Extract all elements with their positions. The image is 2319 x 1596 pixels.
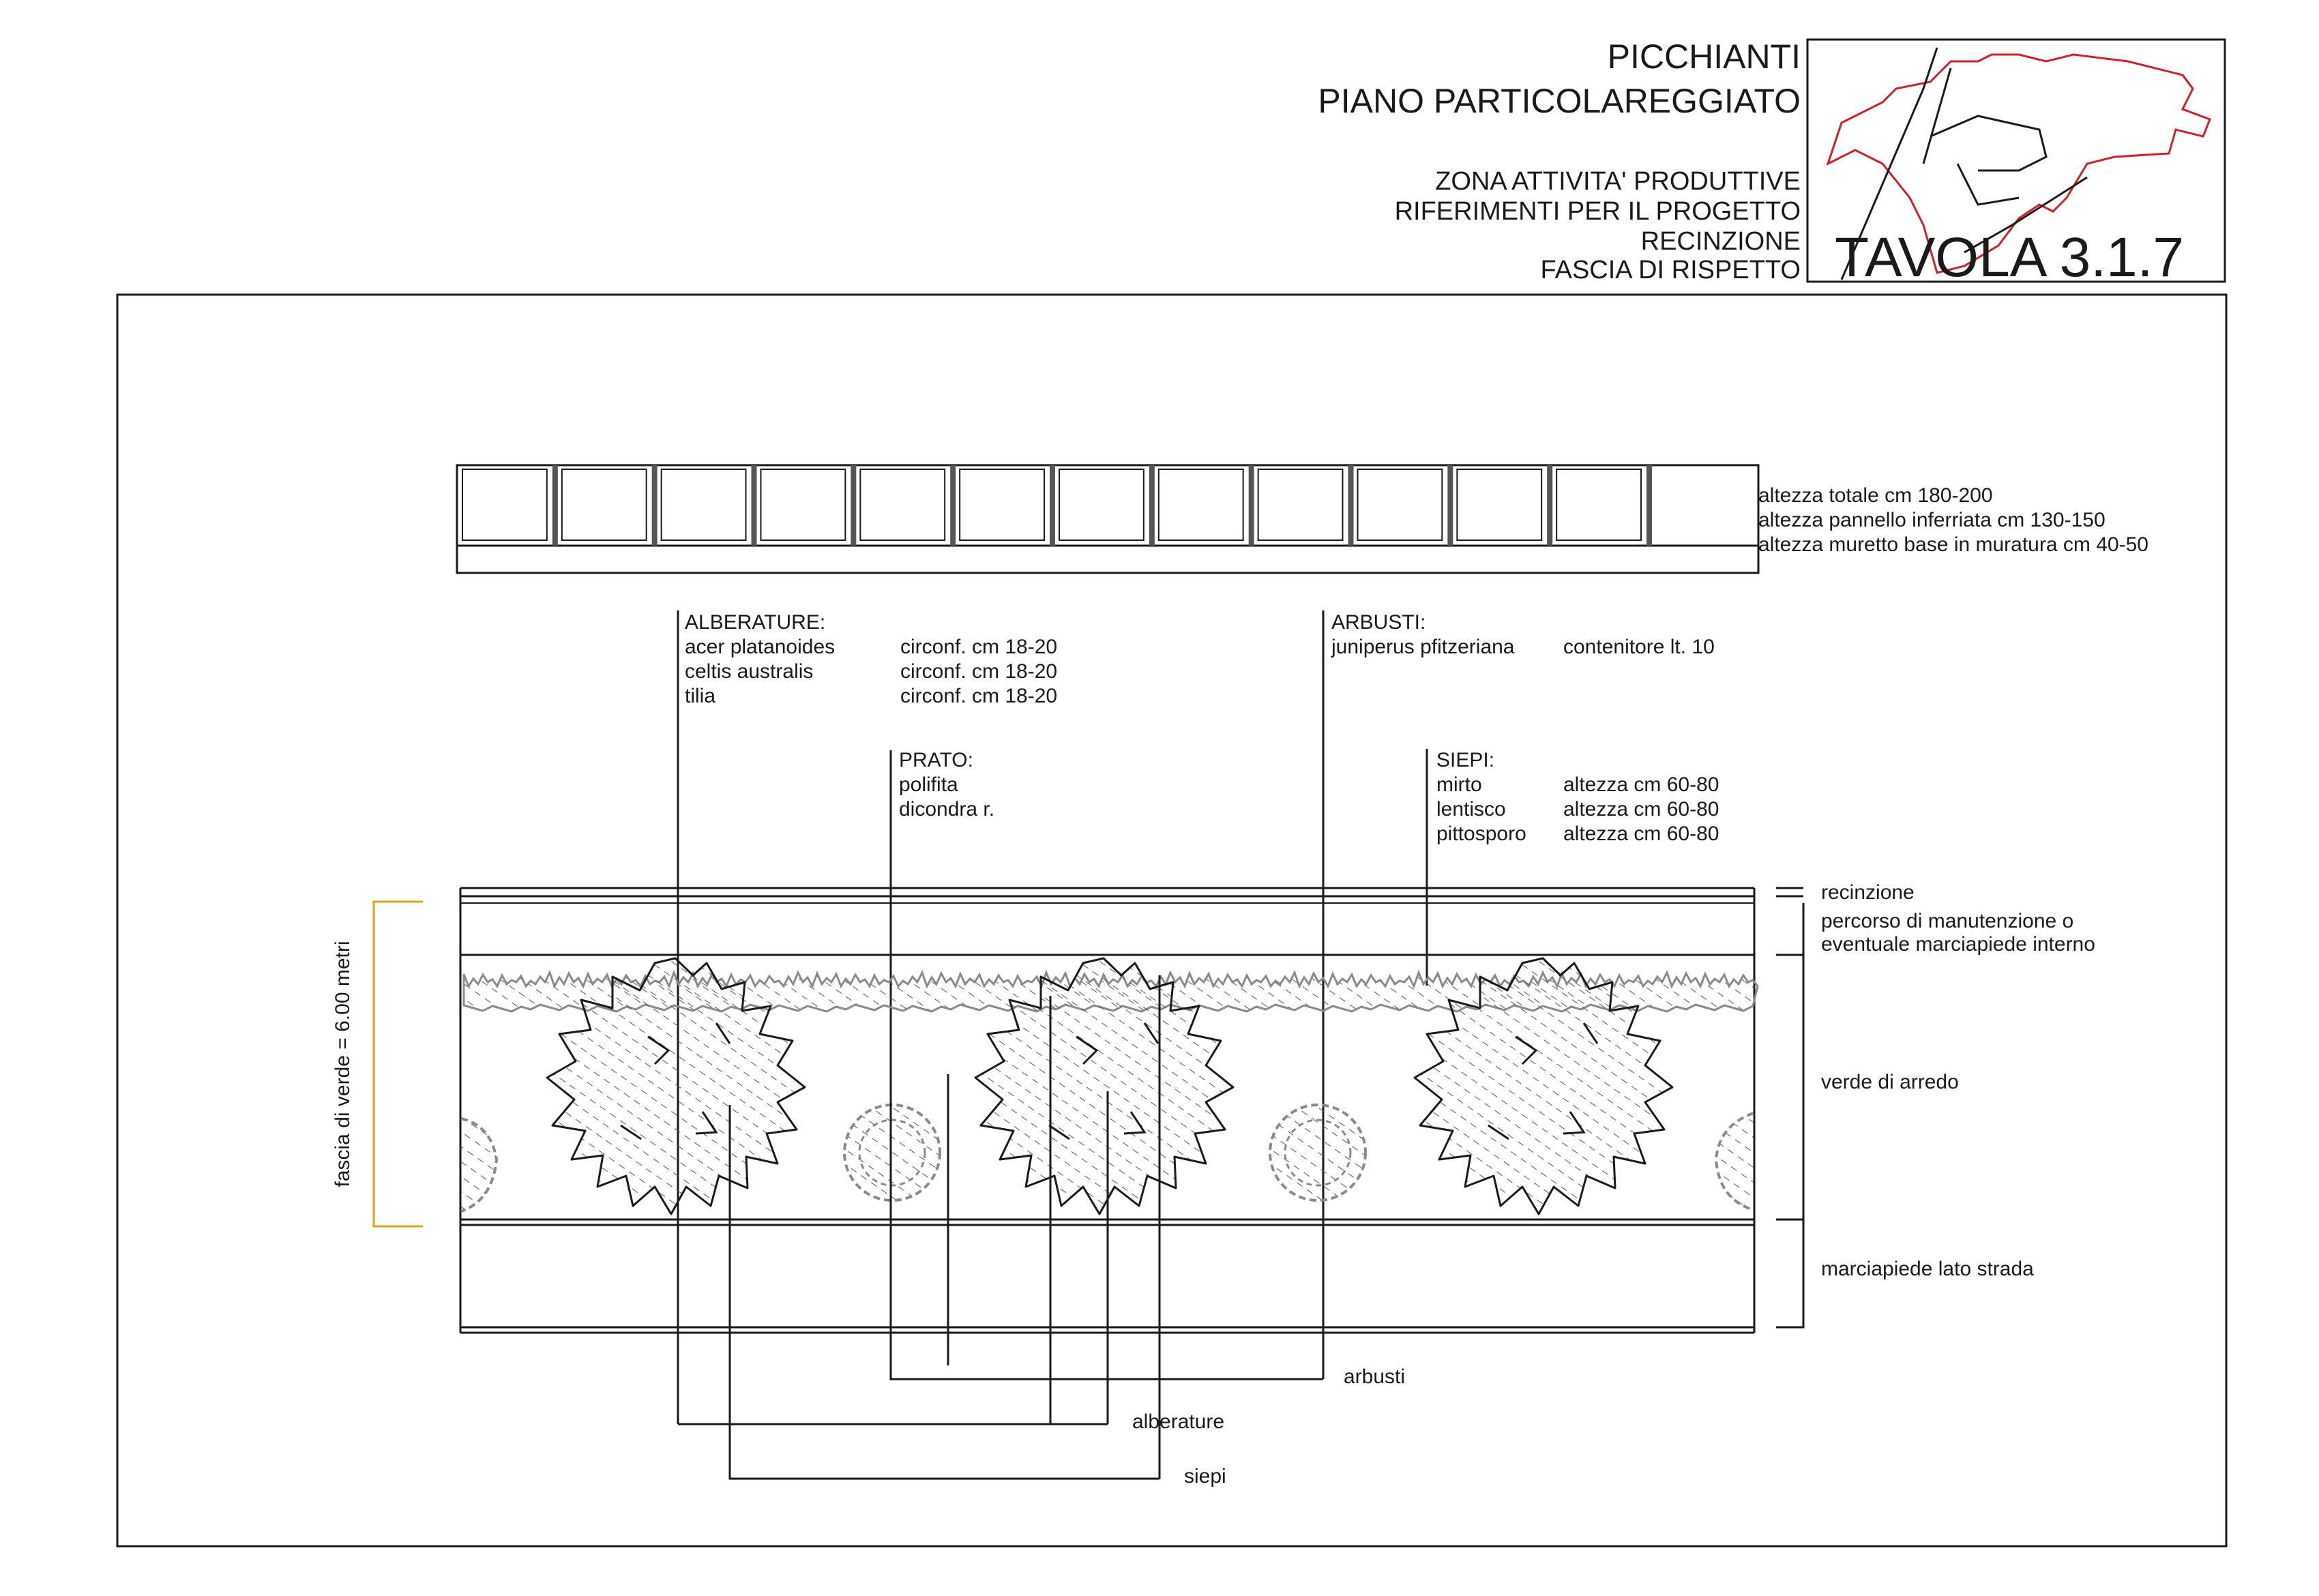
fence-panel: [1456, 469, 1543, 541]
tavola-label: TAVOLA 3.1.7: [1835, 226, 2184, 289]
dimension-bracket: [372, 900, 423, 1228]
siepi-name-3: pittosporo: [1436, 823, 1526, 845]
legend-arbusti: arbusti: [1344, 1365, 1405, 1388]
dimension-label: fascia di verde = 6.00 metri: [331, 941, 354, 1187]
legend-siepi: siepi: [1184, 1465, 1226, 1488]
fence-panel: [1556, 469, 1642, 541]
label-verde: verde di arredo: [1821, 1071, 1959, 1093]
fence-post: [1248, 465, 1254, 546]
fence-panel: [760, 469, 846, 541]
band-brackets: [1776, 887, 1805, 1329]
fence-panel: [660, 469, 747, 541]
legend-alberature: alberature: [1132, 1410, 1224, 1433]
fence-panel: [561, 469, 647, 541]
fence-panel: [859, 469, 946, 541]
fence-post: [851, 465, 857, 546]
alberature-name-3: tilia: [685, 685, 715, 707]
fence-note-base: altezza muretto base in muratura cm 40-5…: [1758, 533, 2148, 556]
label-percorso-2: eventuale marciapiede interno: [1821, 933, 2095, 956]
alberature-size-1: circonf. cm 18-20: [900, 636, 1057, 658]
fence-post: [950, 465, 956, 546]
siepi-name-1: mirto: [1436, 773, 1482, 796]
arbusti-heading: ARBUSTI:: [1331, 611, 1426, 634]
alberature-heading: ALBERATURE:: [685, 611, 825, 634]
key-map: TAVOLA 3.1.7: [1806, 38, 2226, 289]
legend-leaders: [678, 975, 1323, 1480]
fence-elevation: [456, 464, 1760, 574]
fence-note-panel: altezza pannello inferriata cm 130-150: [1758, 509, 2106, 531]
label-marciapiede: marciapiede lato strada: [1821, 1258, 2034, 1280]
subtitle-line-2: RIFERIMENTI PER IL PROGETTO: [1395, 197, 1801, 226]
fence-panel: [1357, 469, 1443, 541]
label-percorso-1: percorso di manutenzione o: [1821, 910, 2073, 932]
siepi-size-2: altezza cm 60-80: [1563, 798, 1719, 821]
shrub-edge-right: [1714, 1112, 1754, 1211]
fence-panel: [462, 469, 548, 541]
fence-note-total: altezza totale cm 180-200: [1758, 484, 1993, 507]
prato-heading: PRATO:: [899, 749, 973, 771]
drawing-frame: [116, 293, 2228, 1548]
project-title: PICCHIANTI: [1608, 38, 1801, 76]
fence-panel: [959, 469, 1045, 541]
siepi-size-3: altezza cm 60-80: [1563, 823, 1719, 845]
arbusti-name-1: juniperus pfitzeriana: [1331, 636, 1515, 658]
prato-row-1: polifita: [899, 773, 958, 796]
fence-post: [1050, 465, 1055, 546]
fence-post: [751, 465, 757, 546]
fence-outline: [456, 464, 1760, 574]
prato-row-2: dicondra r.: [899, 798, 994, 821]
fence-post: [1447, 465, 1453, 546]
fence-post: [1348, 465, 1354, 546]
subtitle-line-3: RECINZIONE: [1641, 227, 1801, 256]
plan-title: PIANO PARTICOLAREGGIATO: [1318, 82, 1801, 120]
arbusti-size-1: contenitore lt. 10: [1563, 636, 1715, 658]
siepi-name-2: lentisco: [1436, 798, 1506, 821]
shrub-2: [1269, 1104, 1367, 1202]
fence-post: [552, 465, 558, 546]
alberature-size-2: circonf. cm 18-20: [900, 660, 1057, 683]
siepi-size-1: altezza cm 60-80: [1563, 773, 1719, 796]
fence-post: [1646, 465, 1652, 546]
shrub-edge-left: [460, 1117, 499, 1213]
key-map-boundary: [1826, 53, 2211, 274]
fence-panel: [1059, 469, 1144, 541]
alberature-name-2: celtis australis: [685, 660, 813, 683]
alberature-name-1: acer platanoides: [685, 636, 835, 658]
subtitle-line-1: ZONA ATTIVITA' PRODUTTIVE: [1435, 167, 1801, 196]
fence-post: [651, 465, 658, 546]
fence-panel: [1157, 469, 1244, 541]
siepi-heading: SIEPI:: [1436, 749, 1494, 771]
fence-panel: [1257, 469, 1344, 541]
subtitle-line-4: FASCIA DI RISPETTO: [1540, 256, 1801, 284]
fence-post: [1149, 465, 1155, 546]
alberature-size-3: circonf. cm 18-20: [900, 685, 1057, 707]
label-recinzione: recinzione: [1821, 881, 1915, 904]
shrub-1: [843, 1104, 941, 1202]
fence-post: [1547, 465, 1553, 546]
